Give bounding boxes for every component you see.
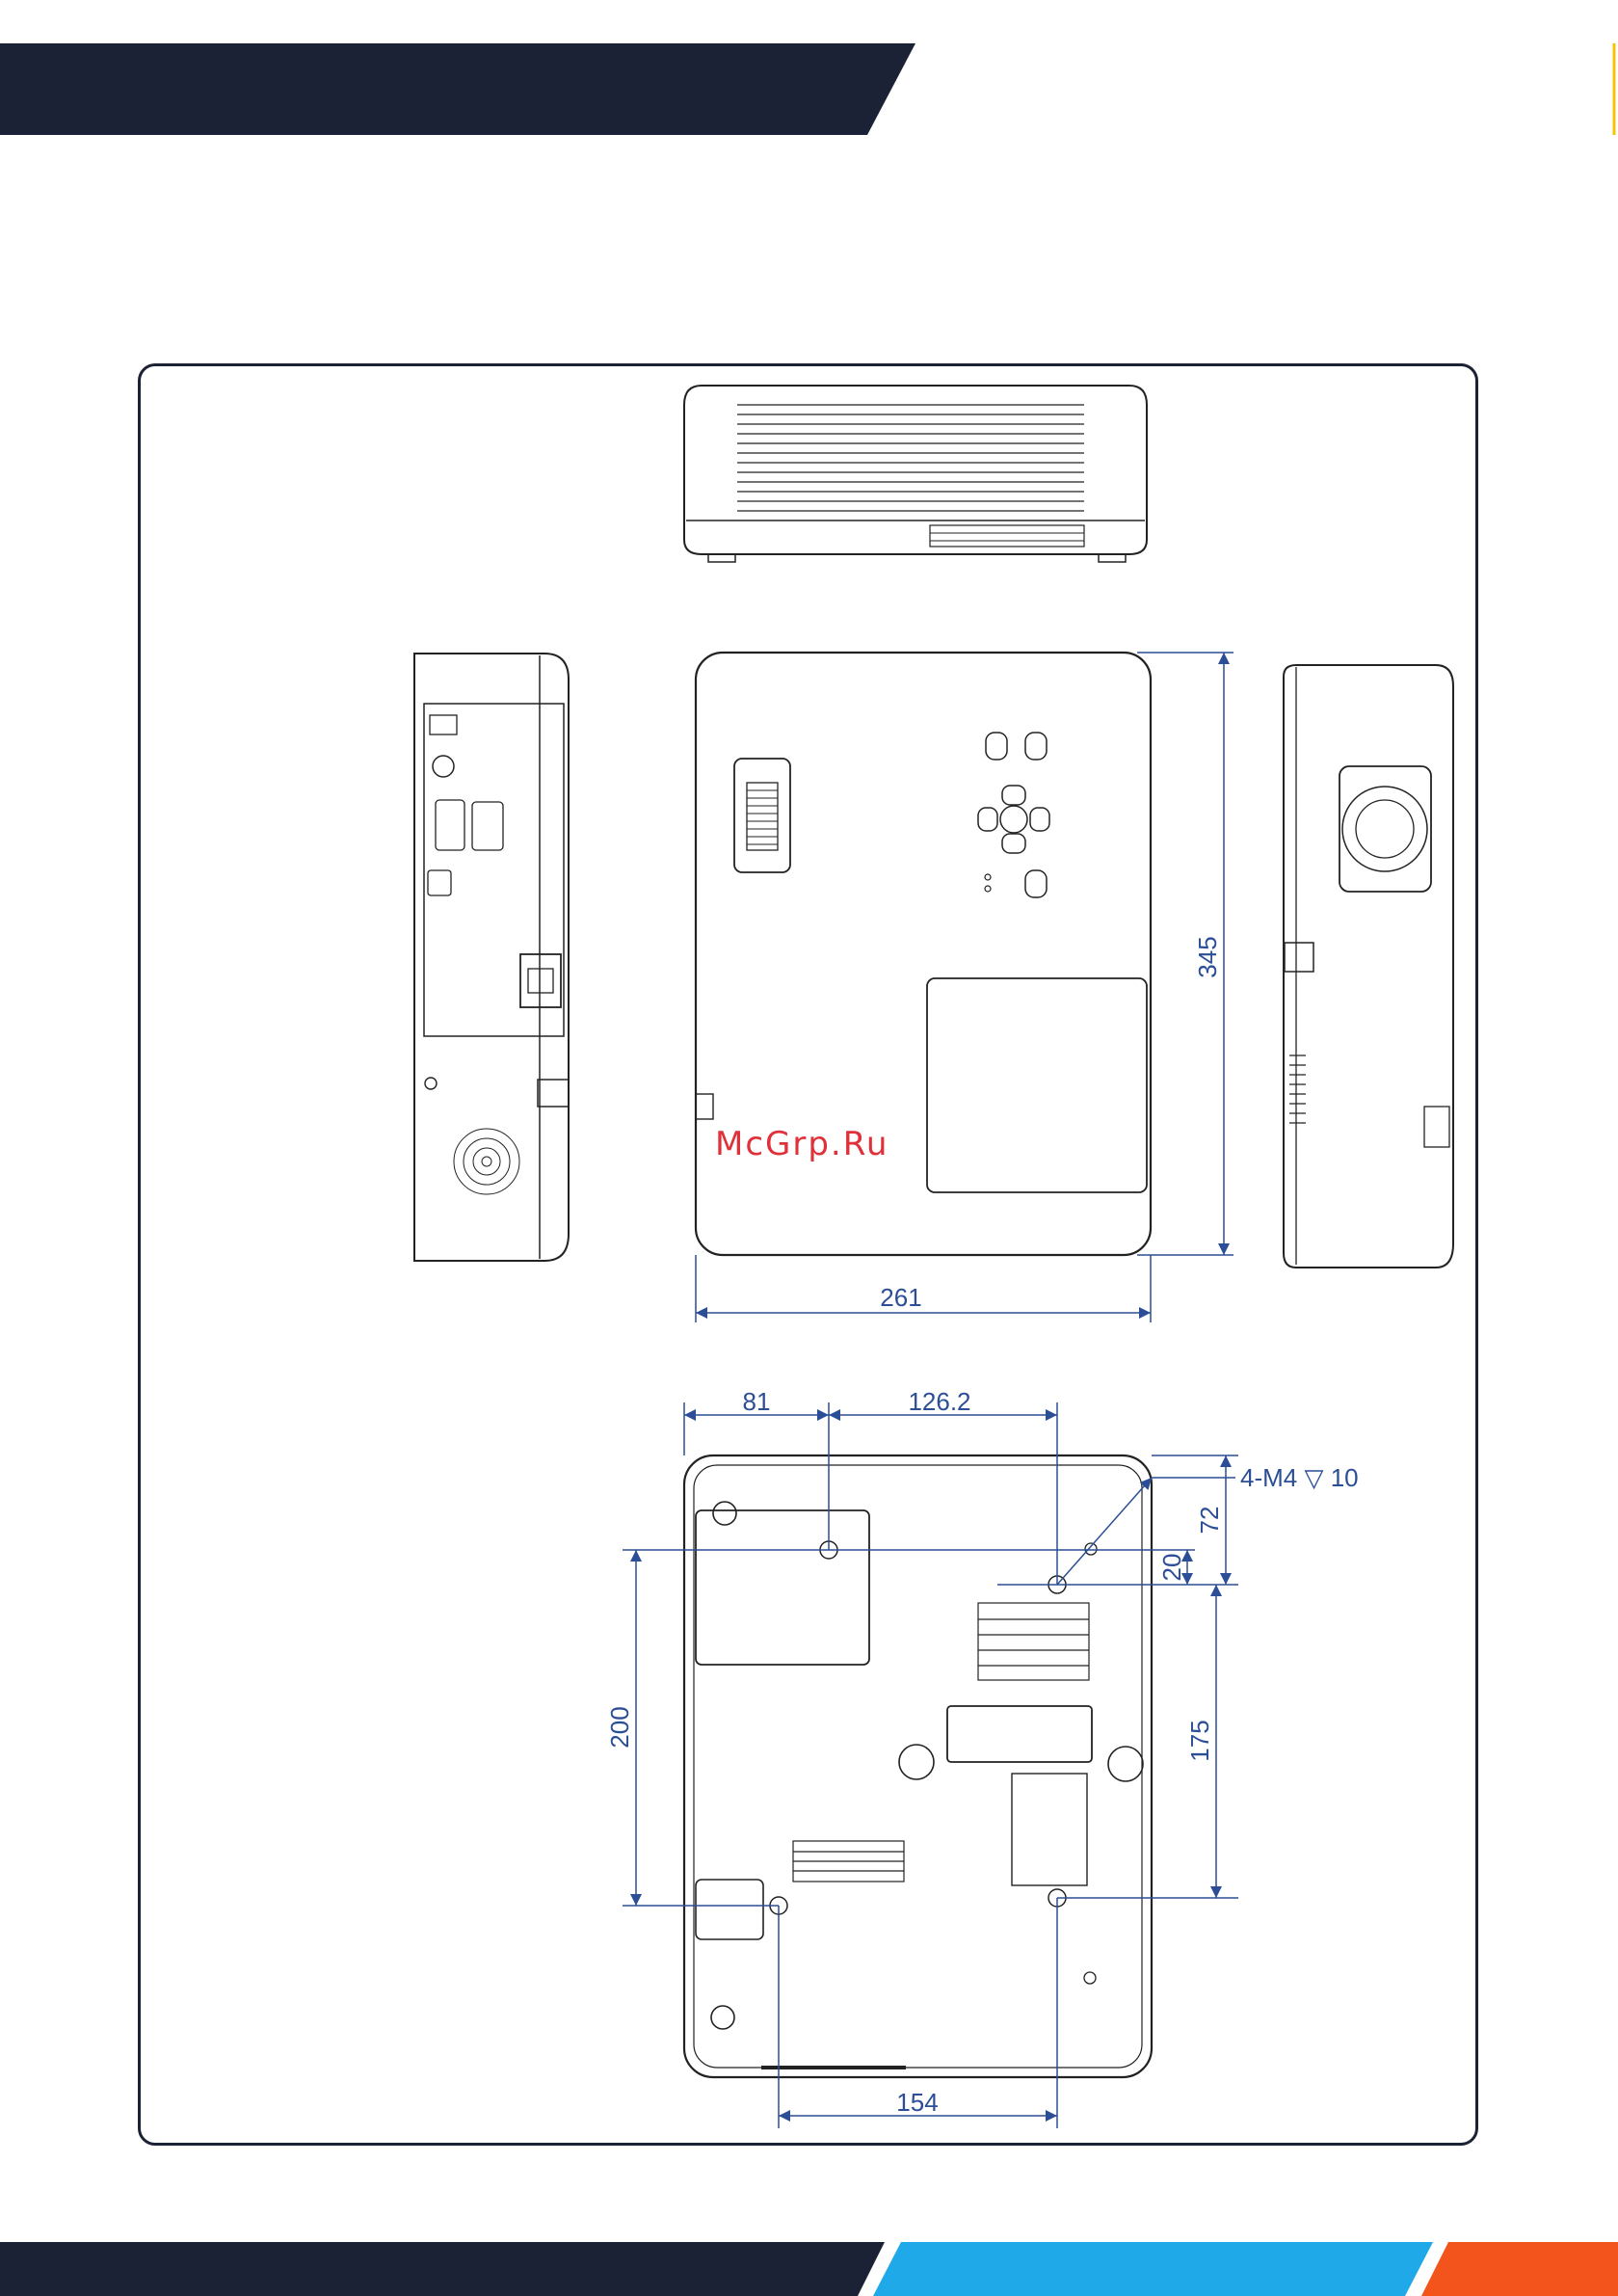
left-side-view xyxy=(414,654,569,1261)
footer-orange-shape xyxy=(1421,2242,1618,2296)
right-side-view xyxy=(1284,665,1453,1268)
width-label: 261 xyxy=(880,1283,921,1312)
footer-cyan-shape xyxy=(873,2242,1433,2296)
top-view xyxy=(696,653,1151,1255)
footer-navy-shape xyxy=(0,2242,885,2296)
hole-pitch-y2-label: 175 xyxy=(1185,1720,1214,1761)
footer-band xyxy=(0,2234,1618,2296)
bottom-view xyxy=(684,1455,1152,2077)
rear-view xyxy=(684,386,1147,562)
depth-label: 345 xyxy=(1193,936,1222,977)
side-vent-slots xyxy=(1289,1055,1306,1123)
hole-pitch-x-label: 126.2 xyxy=(908,1387,970,1416)
foot-pitch-x-label: 154 xyxy=(896,2088,938,2117)
screw-depth: 10 xyxy=(1331,1463,1359,1492)
hole-pitch-y-label: 200 xyxy=(605,1706,634,1748)
edge-offset-y-label: 72 xyxy=(1195,1507,1224,1535)
zoom-focus-ribs xyxy=(747,790,778,844)
speaker-grille xyxy=(454,1129,519,1194)
rear-vent-grille xyxy=(737,405,1084,511)
screw-spec: 4-M4 xyxy=(1240,1463,1297,1492)
hole-offset-y-label: 20 xyxy=(1157,1554,1186,1582)
dpad-control xyxy=(978,786,1049,853)
bottom-vent-grid xyxy=(793,1603,1089,1882)
screw-spec-label: 4-M4 ▽ 10 xyxy=(1240,1463,1359,1492)
watermark: McGrp.Ru xyxy=(715,1125,889,1163)
depth-symbol-icon: ▽ xyxy=(1304,1463,1323,1492)
hole-offset-x-label: 81 xyxy=(743,1387,771,1416)
